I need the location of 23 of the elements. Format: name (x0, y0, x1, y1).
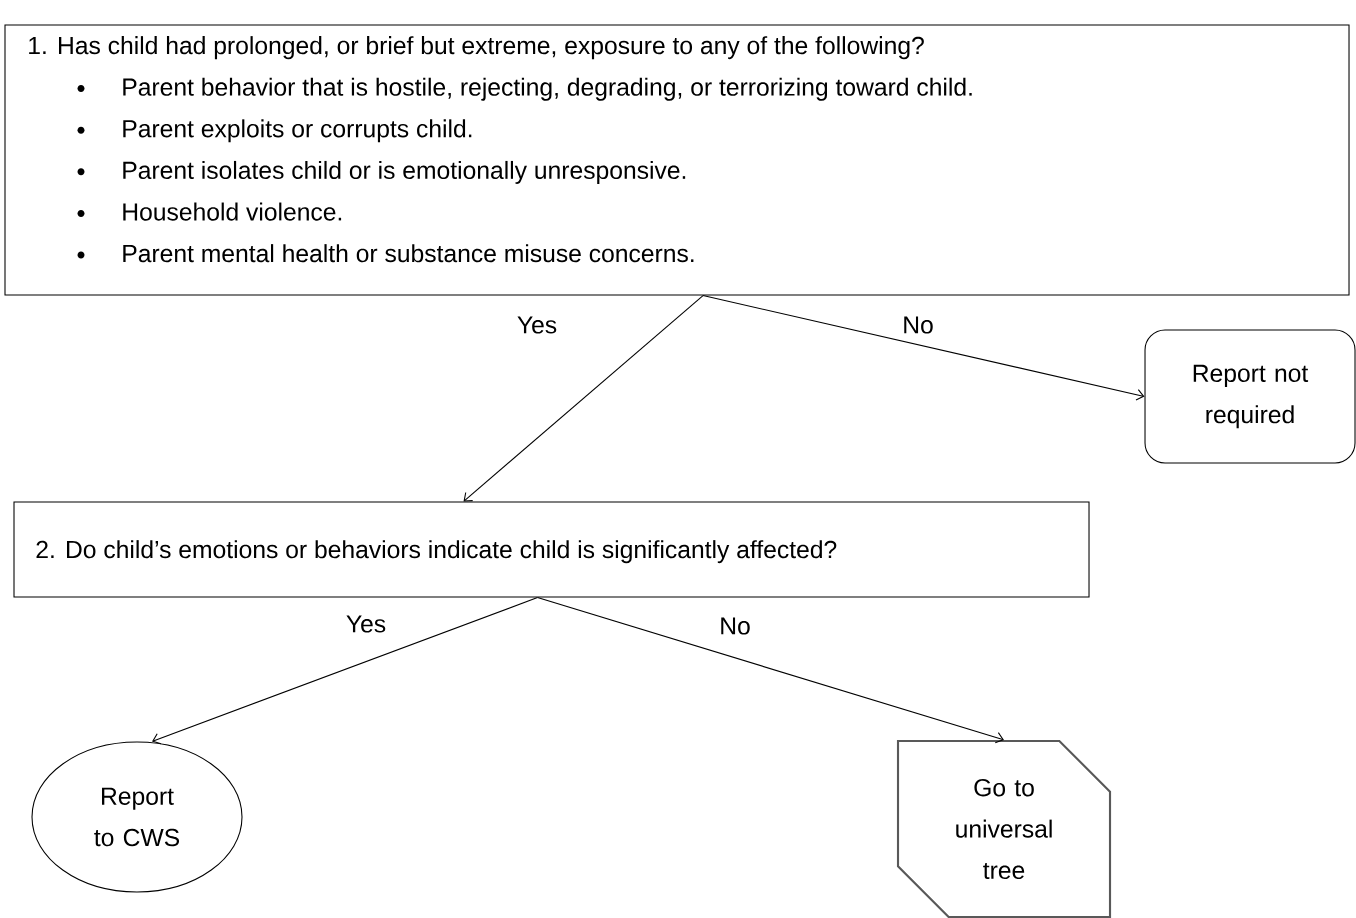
arrow (152, 597, 539, 745)
node-text: Report to CWS (94, 787, 180, 847)
edge-label: No (721, 617, 750, 635)
arrow (702, 295, 1145, 401)
bullet-text: Parent exploits or corrupts child. (123, 119, 472, 143)
question-text: 2. Do child’s emotions or behaviors indicate child is significantly affected? (36, 540, 837, 564)
edge-label: No (904, 316, 933, 334)
bullet-text: Parent isolates child or is emotionally unresponsive. (123, 160, 686, 184)
terminal-box (1144, 329, 1356, 464)
question-text: 1. Has child had prolonged, or brief but extreme, exposure to any of the following? (29, 36, 924, 60)
edge-label: Yes (517, 316, 557, 334)
bullet-text: Parent behavior that is hostile, rejecting, degrading, or terrorizing toward child. (123, 77, 972, 101)
arrow (463, 295, 704, 502)
question-box (13, 501, 1090, 598)
bullet-text: Household violence. (123, 202, 342, 221)
arrow (536, 597, 1004, 744)
terminal-ellipse (31, 741, 243, 893)
terminal-box (896, 739, 1112, 918)
edge-label: Yes (346, 615, 386, 633)
bullet-text: Parent mental health or substance misuse concerns. (123, 244, 694, 263)
question-box (4, 24, 1350, 296)
node-text: Report not required (1193, 364, 1309, 429)
node-text: Go to universal tree (956, 778, 1052, 880)
